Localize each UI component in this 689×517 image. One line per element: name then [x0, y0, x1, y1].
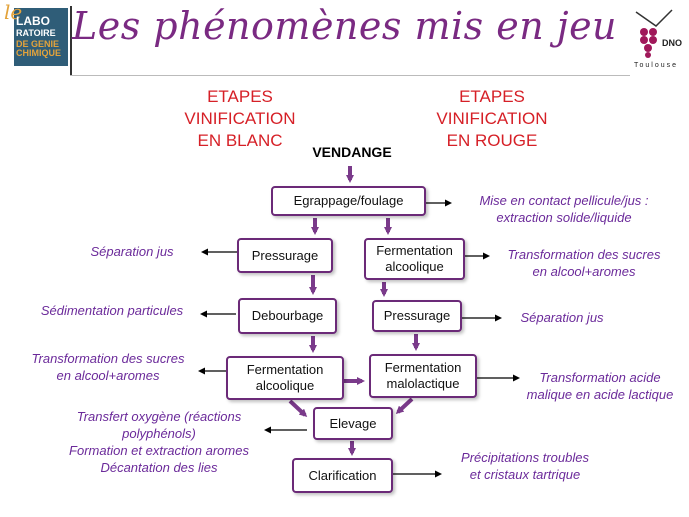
heading-line: VINIFICATION — [184, 109, 296, 128]
step-label: Egrappage/foulage — [293, 193, 404, 208]
note-line: Sédimentation particules — [40, 303, 184, 318]
step-label: Clarification — [308, 467, 377, 483]
heading-vinification-blanc: ETAPES VINIFICATION EN BLANC — [160, 86, 320, 152]
note-line: Séparation jus — [520, 310, 604, 325]
step-label: Fermentation — [246, 362, 324, 377]
note-line: en alcool+aromes — [56, 368, 160, 383]
note-line: extraction solide/liquide — [496, 210, 632, 225]
note-line: et cristaux tartrique — [469, 467, 581, 482]
step-fermentation-alcoolique-blanc: Fermentation alcoolique — [226, 356, 344, 400]
heading-line: EN ROUGE — [446, 131, 538, 150]
note-line: Transformation acide — [539, 370, 661, 385]
logo-line3: DE GENIE — [16, 39, 60, 49]
note-line: Transfert oxygène (réactions — [76, 409, 242, 424]
step-elevage: Elevage — [313, 407, 393, 440]
step-fermentation-malolactique: Fermentation malolactique — [369, 354, 477, 398]
heading-line: ETAPES — [207, 87, 273, 106]
step-label: malolactique — [386, 376, 460, 391]
city-label: Toulouse — [634, 62, 679, 69]
note-line: Formation et extraction aromes — [69, 443, 249, 458]
heading-vinification-rouge: ETAPES VINIFICATION EN ROUGE — [412, 86, 572, 152]
vendange-label: VENDANGE — [312, 144, 392, 160]
step-label: Pressurage — [383, 308, 451, 323]
logo-le: le — [4, 0, 23, 24]
note-transformation-sucres-blanc: Transformation des sucres en alcool+arom… — [14, 350, 202, 384]
note-separation-jus-left: Séparation jus — [72, 243, 192, 260]
step-debourbage: Debourbage — [238, 298, 337, 334]
note-line: malique en acide lactique — [526, 387, 674, 402]
logo-line2: RATOIRE — [16, 28, 56, 38]
note-clarification: Précipitations troubles et cristaux tart… — [440, 449, 610, 483]
heading-line: ETAPES — [459, 87, 525, 106]
note-line: polyphénols) — [122, 426, 196, 441]
grape-icon — [635, 9, 673, 58]
note-line: Séparation jus — [90, 244, 174, 259]
step-fermentation-alcoolique-rouge: Fermentation alcoolique — [364, 238, 465, 280]
note-line: Mise en contact pellicule/jus : — [479, 193, 649, 208]
step-label: alcoolique — [385, 259, 444, 274]
page-title: Les phénomènes mis en jeu — [71, 4, 618, 48]
note-egrappage: Mise en contact pellicule/jus : extracti… — [452, 192, 676, 226]
step-label: Elevage — [329, 415, 377, 431]
step-label: Pressurage — [251, 247, 319, 263]
dno-label: DNO — [662, 38, 682, 48]
step-label: alcoolique — [255, 378, 315, 393]
note-transformation-sucres-rouge: Transformation des sucres en alcool+arom… — [489, 246, 679, 280]
step-pressurage-rouge: Pressurage — [372, 300, 462, 332]
logo-line4: CHIMIQUE — [16, 48, 61, 58]
dno-toulouse-logo: DNO Toulouse — [632, 8, 684, 70]
note-line: Transformation des sucres — [507, 247, 661, 262]
step-label: Fermentation — [376, 243, 453, 258]
note-elevage: Transfert oxygène (réactions polyphénols… — [44, 408, 274, 476]
step-label: Debourbage — [251, 308, 324, 323]
note-line: Précipitations troubles — [461, 450, 589, 465]
note-line: Décantation des lies — [100, 460, 218, 475]
note-sedimentation: Sédimentation particules — [22, 302, 202, 319]
step-pressurage-blanc: Pressurage — [237, 238, 333, 273]
header-divider-horizontal — [70, 75, 630, 76]
labo-genie-chimique-logo: le LABO RATOIRE DE GENIE CHIMIQUE — [4, 0, 68, 66]
step-label: Fermentation — [384, 360, 462, 375]
note-line: Transformation des sucres — [31, 351, 185, 366]
heading-line: VINIFICATION — [436, 109, 548, 128]
header-divider-vertical — [70, 6, 72, 76]
heading-line: EN BLANC — [197, 131, 283, 150]
step-egrappage-foulage: Egrappage/foulage — [271, 186, 426, 216]
note-separation-jus-right: Séparation jus — [506, 309, 618, 326]
note-line: en alcool+aromes — [532, 264, 636, 279]
note-transformation-malique: Transformation acide malique en acide la… — [512, 369, 688, 403]
logo-line1: LABO — [16, 14, 50, 28]
step-clarification: Clarification — [292, 458, 393, 493]
